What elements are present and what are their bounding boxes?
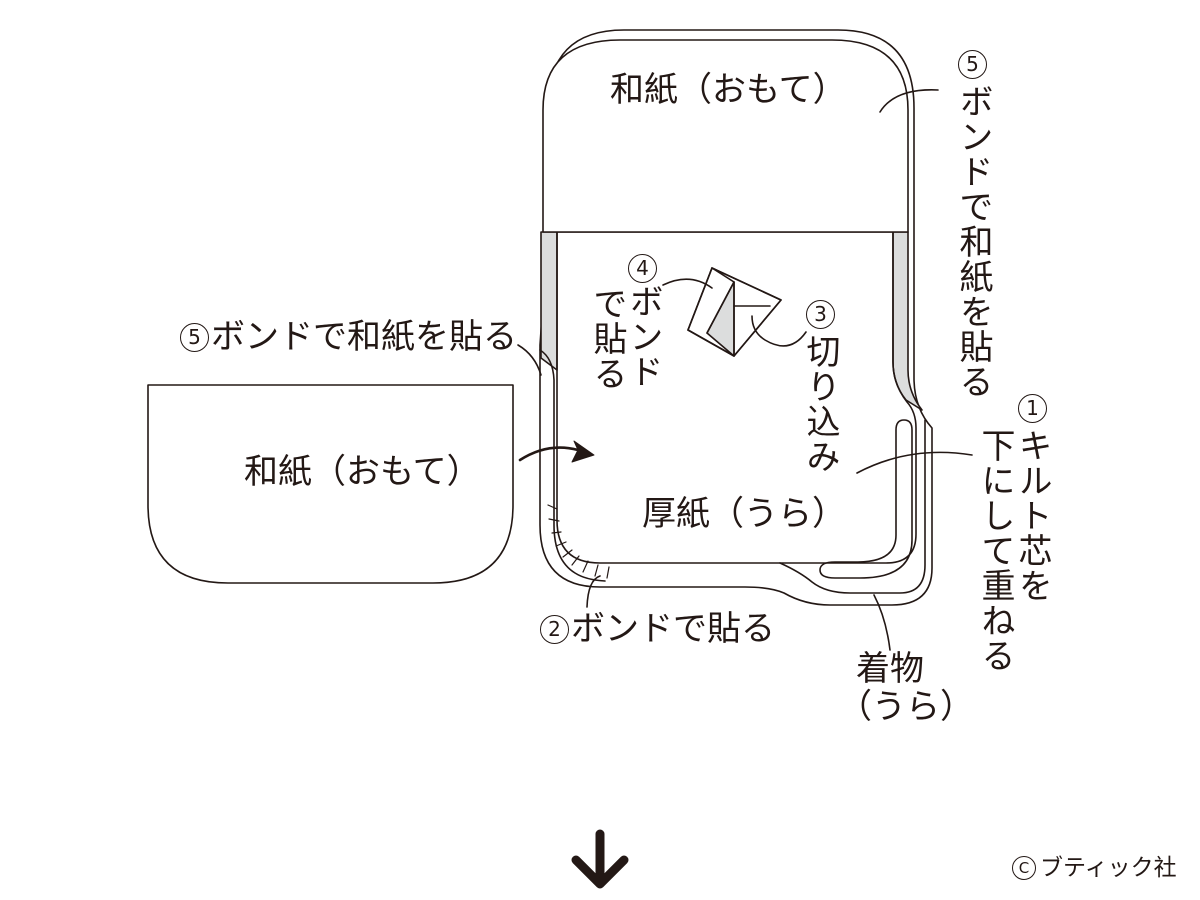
- step-number-5: 5: [180, 323, 209, 352]
- copyright-icon: C: [1012, 856, 1036, 880]
- corner-fold-shape: [687, 267, 782, 357]
- cut-in-text: 切り込み: [800, 334, 840, 474]
- quilt-text-col2: 下にして重ねる: [975, 428, 1015, 673]
- leader-bond-paste-bottom: [586, 575, 601, 608]
- step-number-2: 2: [540, 615, 569, 644]
- leader-cut-in: [751, 315, 807, 347]
- top-washi-label: 和紙（おもて）: [610, 70, 847, 110]
- step-number-4: 4: [628, 254, 657, 283]
- left-washi-panel: [147, 384, 514, 584]
- step-number-5-right: 5: [958, 50, 987, 79]
- bond-washi-left-text: ボンドで和紙を貼る: [211, 317, 517, 357]
- bond-paste-col2: で貼る: [587, 286, 627, 391]
- kimono-back-label-1: 着物: [856, 649, 924, 689]
- leader-quilt: [856, 451, 973, 474]
- leader-bond-washi-right: [879, 89, 939, 113]
- cardboard-outline: [556, 231, 917, 564]
- curved-arrow-head: [571, 440, 595, 463]
- arrow-down-icon: [571, 829, 629, 889]
- kimono-back-label-2: （うら）: [838, 687, 974, 727]
- step-number-1: 1: [1018, 394, 1047, 423]
- gray-strip-left: [540, 231, 558, 371]
- cardboard-label: 厚紙（うら）: [642, 494, 846, 534]
- leader-kimono: [873, 594, 891, 651]
- bond-paste-col1: ボンド: [623, 284, 663, 389]
- leader-bond-washi-left: [517, 344, 542, 376]
- kimono-fabric-outline: [539, 29, 933, 606]
- bond-washi-right-text: ボンドで和紙を貼る: [953, 84, 993, 399]
- leader-bond-paste: [662, 278, 713, 289]
- quilt-text-col1: キルト芯を: [1012, 428, 1052, 603]
- kimono-bottom-flap: [779, 419, 926, 594]
- curved-arrow-icon: [518, 446, 580, 462]
- kimono-left-fold: [539, 349, 606, 582]
- top-washi-panel: [542, 39, 909, 233]
- quilt-batting-outline: [819, 419, 913, 579]
- step-number-3: 3: [806, 300, 835, 329]
- left-washi-label: 和紙（おもて）: [244, 452, 481, 492]
- copyright-text: ブティック社: [1040, 855, 1177, 881]
- bond-paste-bottom-text: ボンドで貼る: [571, 609, 775, 649]
